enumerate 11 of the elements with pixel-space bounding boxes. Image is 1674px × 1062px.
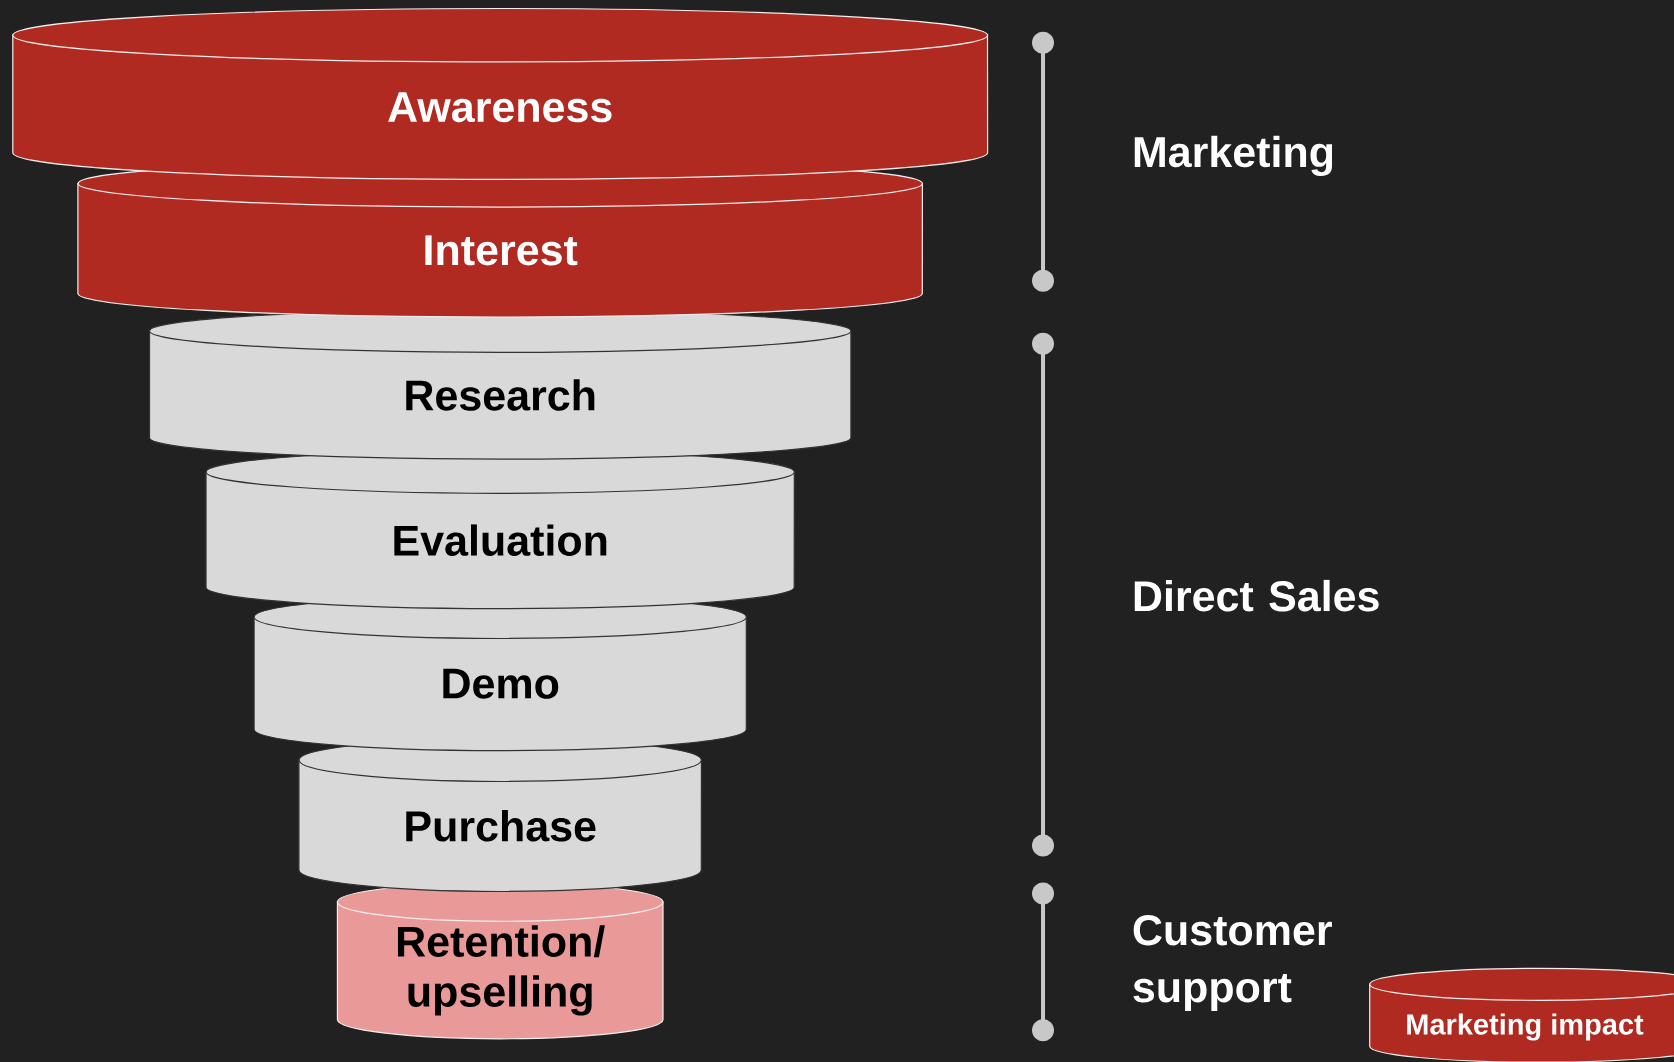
funnel-layer: Retention/ upselling bbox=[336, 882, 664, 1040]
legend-label: Marketing impact bbox=[1407, 1013, 1644, 1041]
stage-label: Marketing bbox=[1134, 135, 1333, 176]
funnel-layer: Demo bbox=[253, 595, 747, 752]
stage-label: Direct Sales bbox=[1134, 579, 1379, 612]
funnel-layer: Research bbox=[148, 308, 852, 460]
funnel-layer: Interest bbox=[77, 159, 923, 318]
funnel-layer: Purchase bbox=[298, 738, 702, 893]
stage-label: Customer support bbox=[1133, 915, 1332, 1011]
funnel-layer: Evaluation bbox=[205, 449, 795, 610]
funnel-layer: Awareness bbox=[12, 7, 989, 180]
